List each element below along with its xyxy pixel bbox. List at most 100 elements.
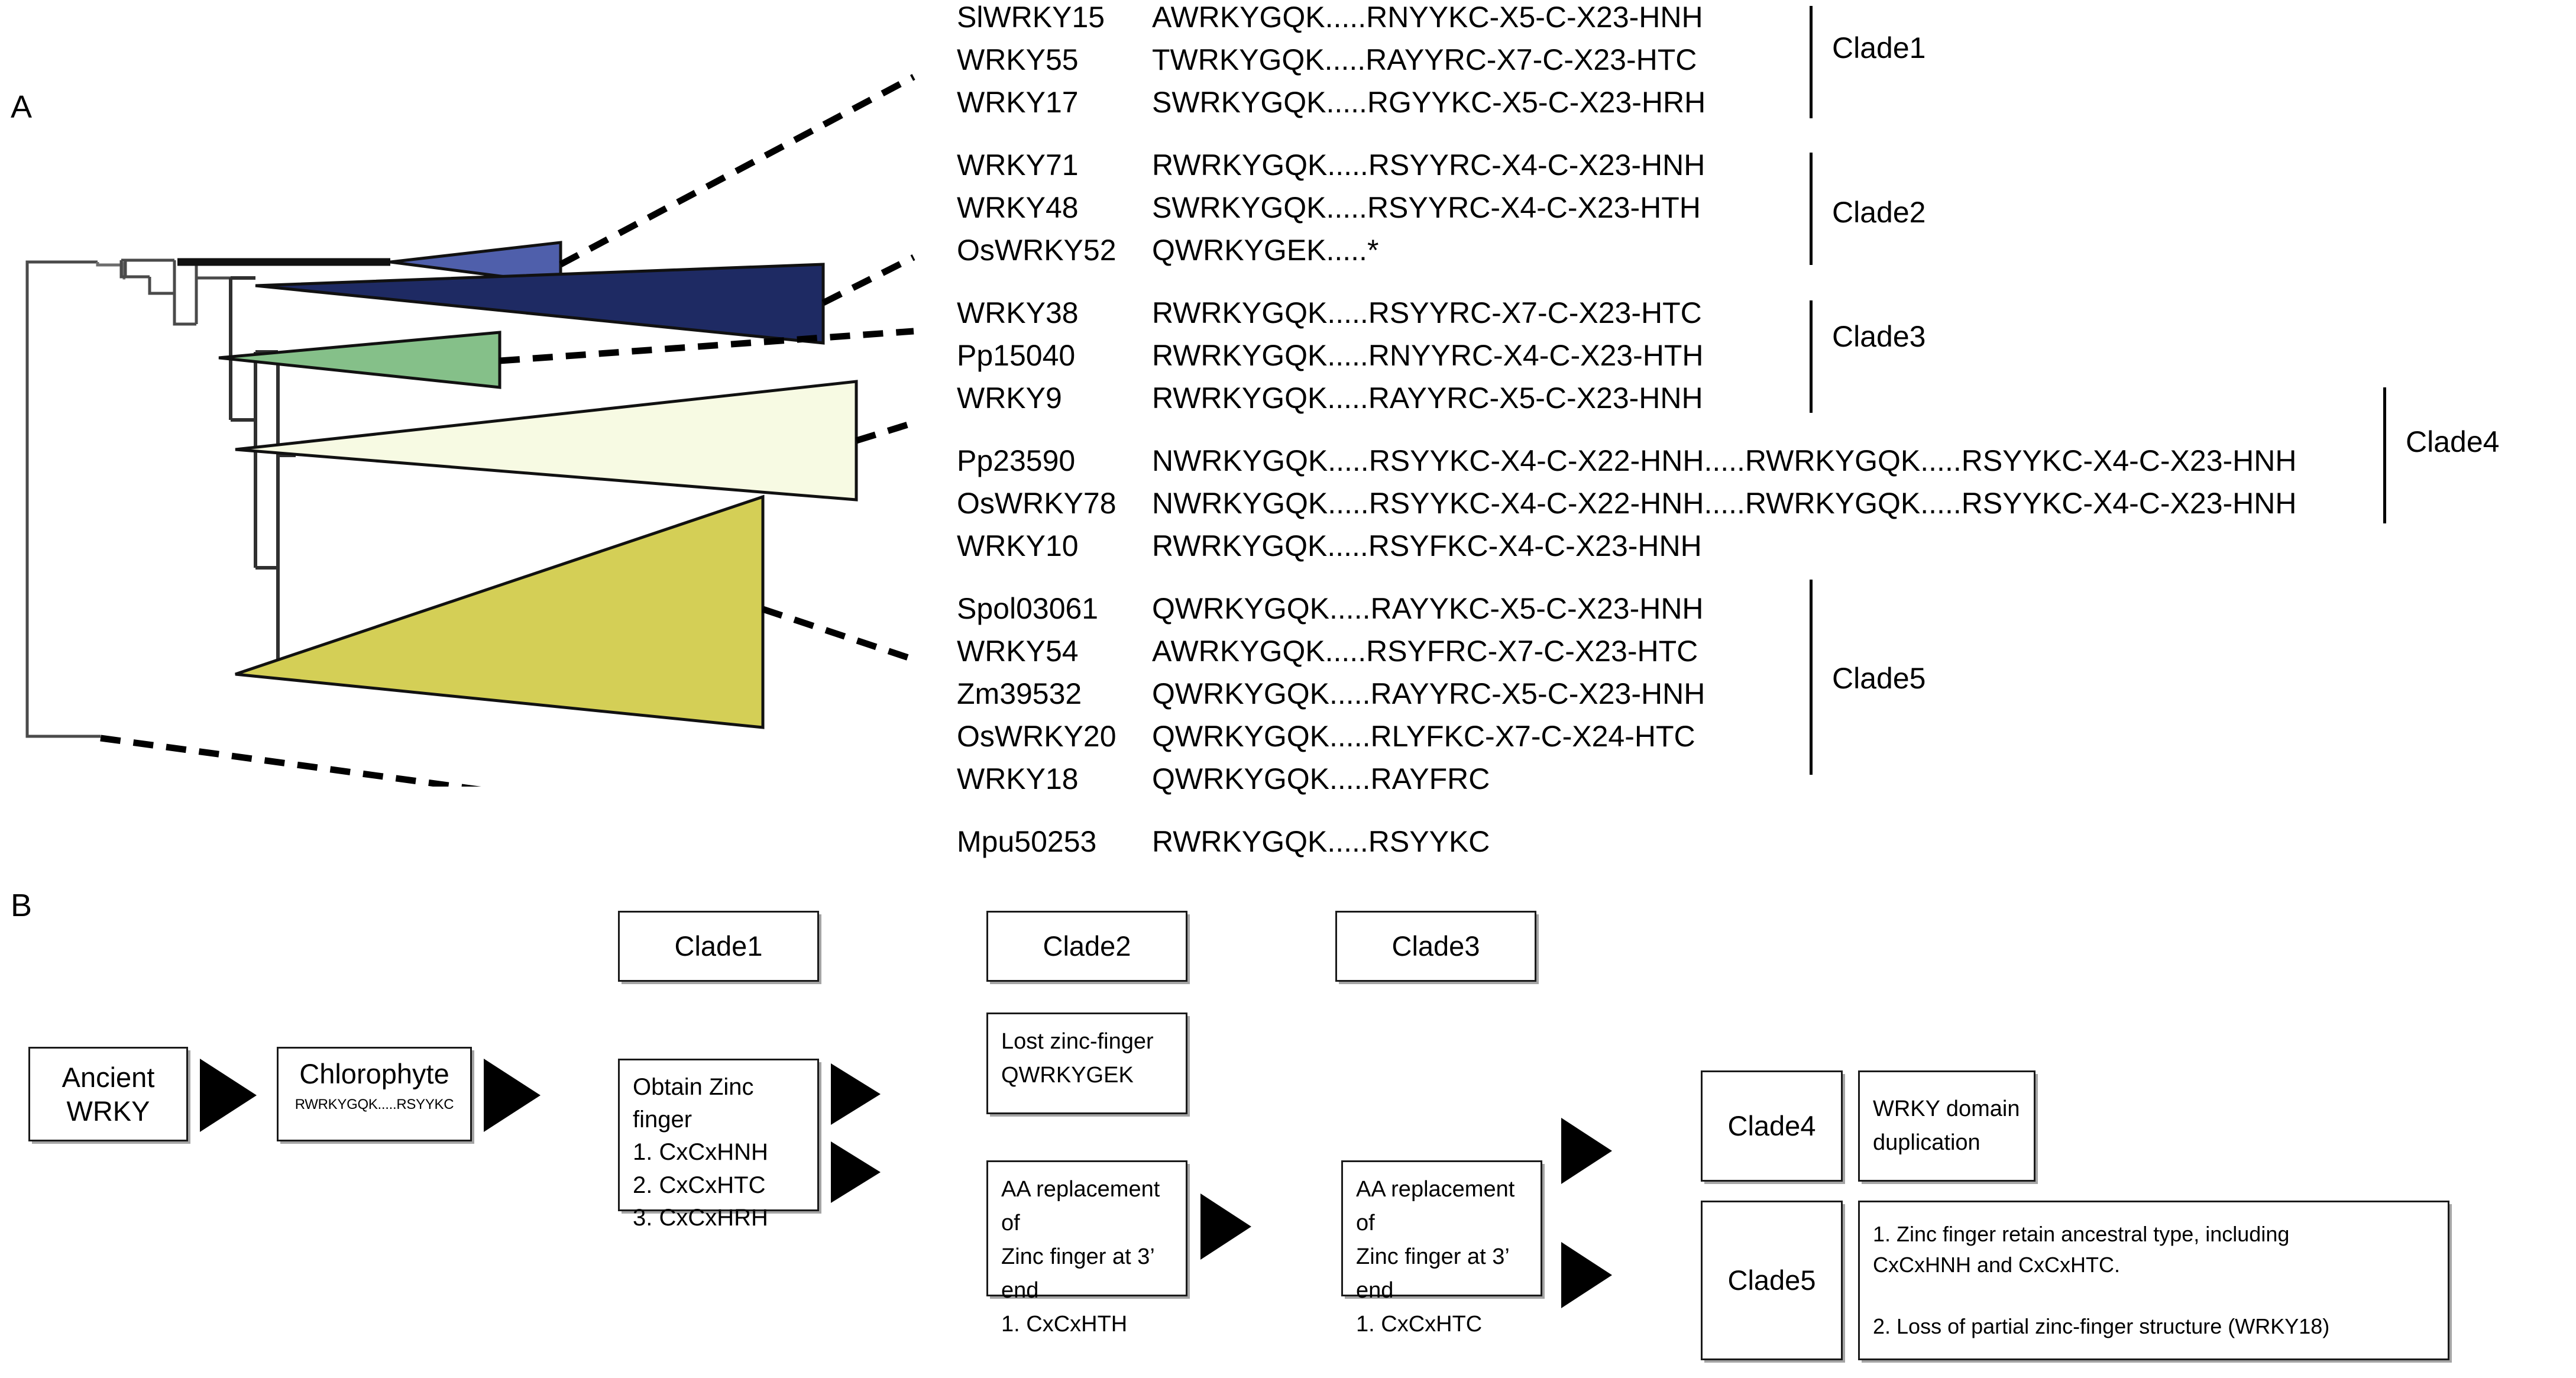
chlorophyte-box[interactable]: Chlorophyte RWRKYGQK.....RSYYKC [277, 1047, 472, 1141]
arrow-clade1-to-clade2-lost [831, 1063, 881, 1125]
sequence-name: SlWRKY15 [957, 1, 1105, 34]
sequence-name: Pp23590 [957, 444, 1076, 477]
arrow-clade3-to-clade4 [1561, 1118, 1612, 1184]
sequence-value: QWRKYGQK.....RAYYRC-X5-C-X23-HNH [1152, 677, 1706, 710]
sequence-row: WRKY48 SWRKYGQK.....RSYYRC-X4-C-X23-HTH [957, 189, 1701, 226]
sequence-row: Zm39532 QWRKYGQK.....RAYYRC-X5-C-X23-HNH [957, 675, 1705, 712]
clade1-body-box[interactable]: Obtain Zinc finger 1. CxCxHNH 2. CxCxHTC… [618, 1059, 819, 1231]
clade1-bracket [1810, 6, 1813, 118]
arrow-chlorophyte-to-clade1 [484, 1059, 541, 1132]
ancient-wrky-label: Ancient WRKY [62, 1061, 155, 1127]
sequence-value: RWRKYGQK.....RNYYRC-X4-C-X23-HTH [1152, 339, 1704, 372]
sequence-value: QWRKYGEK.....* [1152, 234, 1379, 267]
sequence-value: RWRKYGQK.....RSYYRC-X4-C-X23-HNH [1152, 148, 1706, 182]
sequence-name: WRKY38 [957, 296, 1079, 329]
clade2-title-box[interactable]: Clade2 [986, 911, 1187, 982]
clade3-title: Clade3 [1391, 930, 1480, 962]
clade5-title: Clade5 [1727, 1264, 1816, 1296]
sequence-name: Zm39532 [957, 677, 1082, 710]
sequence-name: OsWRKY20 [957, 720, 1117, 753]
leader-clade2 [821, 254, 915, 306]
arrow-clade2-to-clade3 [1200, 1193, 1251, 1260]
clade3-replacement-box[interactable]: AA replacement of Zinc finger at 3’ end … [1341, 1160, 1542, 1337]
clade4-title: Clade4 [1727, 1110, 1816, 1142]
clade2-lost-text: Lost zinc-finger QWRKYGEK [1001, 1029, 1154, 1088]
clade4-note-box[interactable]: WRKY domain duplication [1858, 1070, 2035, 1182]
clade2-title: Clade2 [1043, 930, 1131, 962]
sequence-name: WRKY10 [957, 529, 1079, 562]
clade5-title-box[interactable]: Clade5 [1701, 1201, 1843, 1360]
sequence-row: WRKY18 QWRKYGQK.....RAYFRC [957, 761, 1490, 797]
clade5-triangle [235, 494, 765, 729]
sequence-value: SWRKYGQK.....RGYYKC-X5-C-X23-HRH [1152, 86, 1706, 119]
clade3-replacement-text: AA replacement of Zinc finger at 3’ end … [1356, 1177, 1515, 1337]
sequence-row: Pp23590 NWRKYGQK.....RSYYKC-X4-C-X22-HNH.… [957, 442, 2297, 479]
sequence-value: RWRKYGQK.....RSYYKC [1152, 825, 1490, 858]
sequence-row: Spol03061 QWRKYGQK.....RAYYKC-X5-C-X23-HN… [957, 590, 1704, 627]
clade3-bracket [1810, 300, 1813, 413]
phylogenetic-tree [25, 74, 915, 787]
leader-clade1 [559, 74, 915, 267]
sequence-value: RWRKYGQK.....RAYYRC-X5-C-X23-HNH [1152, 381, 1703, 415]
panel-a-letter: A [11, 89, 33, 125]
clade5-bracket [1810, 580, 1813, 775]
sequence-name: WRKY55 [957, 43, 1079, 76]
sequence-name: Spol03061 [957, 592, 1099, 625]
sequence-name: WRKY54 [957, 635, 1079, 668]
sequence-name: WRKY18 [957, 762, 1079, 795]
clade2-bracket [1810, 153, 1813, 265]
chlorophyte-sequence: RWRKYGQK.....RSYYKC [295, 1096, 454, 1113]
clade1-title-box[interactable]: Clade1 [618, 911, 819, 982]
sequence-value: AWRKYGQK.....RSYFRC-X7-C-X23-HTC [1152, 635, 1698, 668]
clade4-triangle [235, 380, 858, 502]
sequence-row: WRKY54 AWRKYGQK.....RSYFRC-X7-C-X23-HTC [957, 633, 1698, 669]
sequence-name: WRKY71 [957, 148, 1079, 182]
sequence-value: QWRKYGQK.....RAYYKC-X5-C-X23-HNH [1152, 592, 1704, 625]
leader-mpu [100, 735, 481, 787]
clade2-bracket-label: Clade2 [1832, 196, 1926, 229]
sequence-row: Pp15040 RWRKYGQK.....RNYYRC-X4-C-X23-HTH [957, 337, 1704, 374]
clade1-bracket-label: Clade1 [1832, 31, 1926, 64]
clade5-bracket-label: Clade5 [1832, 662, 1926, 695]
sequence-row: OsWRKY78 NWRKYGQK.....RSYYKC-X4-C-X22-HNH… [957, 485, 2297, 522]
sequence-name: Mpu50253 [957, 825, 1097, 858]
clade1-body: Obtain Zinc finger 1. CxCxHNH 2. CxCxHTC… [633, 1074, 768, 1231]
panel-b-letter: B [11, 888, 33, 923]
leader-clade3 [499, 328, 914, 364]
sequence-row: Mpu50253 RWRKYGQK.....RSYYKC [957, 823, 1490, 860]
leader-clade5 [762, 606, 915, 663]
clade3-title-box[interactable]: Clade3 [1335, 911, 1536, 982]
leader-clade4 [855, 419, 915, 444]
sequence-name: WRKY48 [957, 191, 1079, 224]
sequence-value: NWRKYGQK.....RSYYKC-X4-C-X22-HNH.....RWR… [1152, 444, 2297, 477]
sequence-value: QWRKYGQK.....RAYFRC [1152, 762, 1490, 795]
sequence-value: SWRKYGQK.....RSYYRC-X4-C-X23-HTH [1152, 191, 1701, 224]
clade4-bracket-label: Clade4 [2406, 425, 2500, 458]
sequence-name: Pp15040 [957, 339, 1076, 372]
clade4-title-box[interactable]: Clade4 [1701, 1070, 1843, 1182]
clade5-note-box[interactable]: 1. Zinc finger retain ancestral type, in… [1858, 1201, 2449, 1360]
sequence-row: WRKY71 RWRKYGQK.....RSYYRC-X4-C-X23-HNH [957, 147, 1705, 183]
ancient-wrky-box[interactable]: Ancient WRKY [28, 1047, 188, 1141]
clade2-replacement-text: AA replacement of Zinc finger at 3’ end … [1001, 1177, 1160, 1337]
clade5-note-text: 1. Zinc finger retain ancestral type, in… [1873, 1221, 2330, 1339]
clade2-lost-box[interactable]: Lost zinc-finger QWRKYGEK [986, 1013, 1187, 1114]
arrow-clade1-to-clade2-replacement [831, 1141, 881, 1203]
sequence-value: NWRKYGQK.....RSYYKC-X4-C-X22-HNH.....RWR… [1152, 487, 2297, 520]
clade2-replacement-box[interactable]: AA replacement of Zinc finger at 3’ end … [986, 1160, 1187, 1337]
clade2-triangle [255, 263, 825, 345]
chlorophyte-label: Chlorophyte [299, 1058, 449, 1089]
clade3-triangle [218, 331, 501, 389]
clade3-bracket-label: Clade3 [1832, 320, 1926, 353]
sequence-name: OsWRKY78 [957, 487, 1117, 520]
clade4-bracket [2383, 387, 2386, 523]
